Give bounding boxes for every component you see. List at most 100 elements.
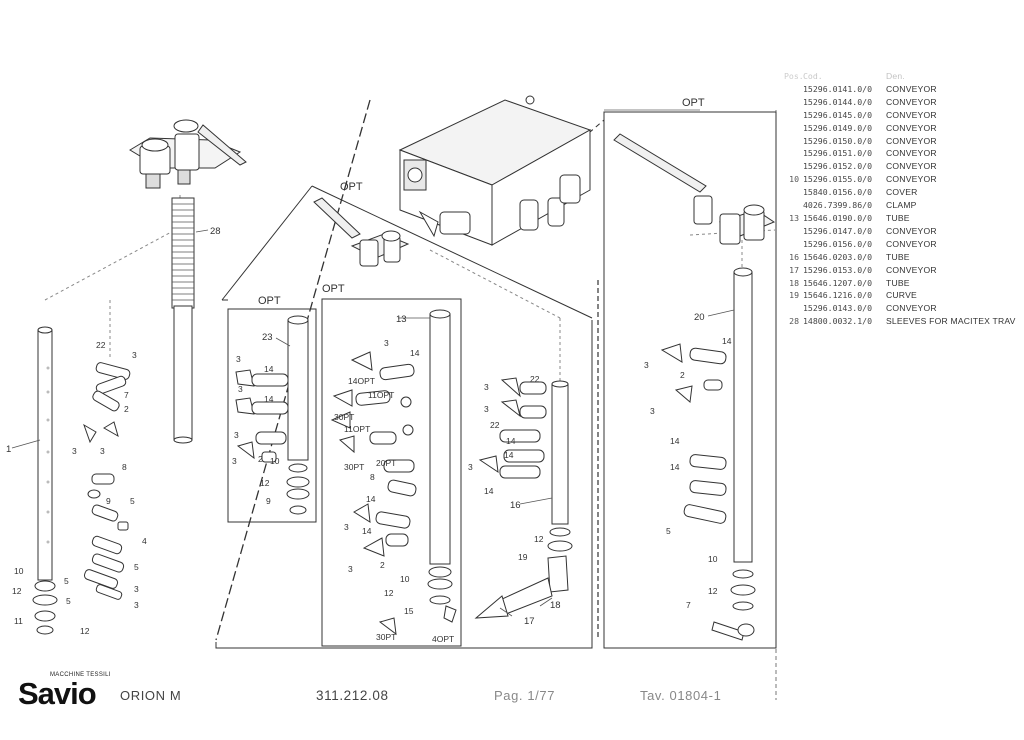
callout: 12 (534, 534, 544, 544)
row-pos: 19 (789, 290, 799, 301)
callout: 3 (232, 456, 237, 466)
callout: 14 (670, 462, 680, 472)
fittings-right-center (478, 377, 547, 479)
row-desc: CONVEYOR (886, 122, 937, 133)
callout: 5 (134, 562, 139, 572)
callout: 3 (100, 446, 105, 456)
callout: 22 (490, 420, 500, 430)
callout: 3 (236, 354, 241, 364)
callout: 3 (468, 462, 473, 472)
row-pos: 13 (789, 212, 799, 223)
row-pos (784, 122, 803, 135)
callout: 18 (550, 600, 561, 611)
callout: 2 (124, 404, 129, 414)
callout: 10 (708, 554, 718, 564)
row-code: 15646.1216.0/0 (803, 290, 873, 301)
table-number: Tav. 01804-1 (640, 688, 722, 703)
callout: 3 (484, 404, 489, 414)
callout: 3 (234, 430, 239, 440)
row-code: 15296.0143.0/0 (803, 303, 873, 314)
fittings-opt-mid (330, 351, 417, 636)
row-code: 15296.0144.0/0 (803, 96, 873, 107)
row-code: 15840.0156.0/0 (803, 187, 873, 198)
callout: 3 (134, 600, 139, 610)
frame-opt-right (603, 111, 777, 649)
conveyor-motor-box (398, 95, 592, 246)
callout: 5 (66, 596, 71, 606)
callout: 20PT (376, 458, 396, 468)
conveyor-head-right (613, 133, 776, 245)
callout: 10 (14, 566, 24, 576)
callout: 3 (134, 584, 139, 594)
drawing-code: 311.212.08 (316, 688, 389, 703)
row-code: 15646.1207.0/0 (803, 277, 873, 288)
callout: 11OPT (368, 390, 394, 400)
callout: 4 (142, 536, 147, 546)
row-pos (784, 302, 803, 315)
row-desc: CONVEYOR (886, 174, 937, 185)
opt-label: OPT (340, 181, 363, 193)
page-number: Pag. 1/77 (494, 688, 556, 703)
callout: 7 (686, 600, 691, 610)
callout: 3 (344, 522, 349, 532)
callout: 9 (106, 496, 111, 506)
callout: 7 (124, 390, 129, 400)
callout: 5 (64, 576, 69, 586)
callout: 13 (396, 314, 407, 325)
sleeve-28 (171, 197, 195, 444)
callout: 2 (258, 454, 263, 464)
callout: 15 (404, 606, 414, 616)
row-desc: CONVEYOR (886, 238, 937, 249)
callout: 22 (96, 340, 106, 350)
table-header-row: Pos. Cod. Den. (784, 70, 1020, 83)
opt-label: OPT (258, 295, 281, 307)
callout: 2 (680, 370, 685, 380)
row-pos (784, 83, 803, 96)
callout: 19 (518, 552, 528, 562)
callout: 2 (380, 560, 385, 570)
fittings-opt-right (660, 343, 727, 524)
row-pos (784, 160, 803, 173)
callout: 12 (80, 626, 90, 636)
frame-opt-left (227, 308, 317, 523)
tube-20 (711, 267, 756, 641)
callout: 12 (12, 586, 22, 596)
callout: 14 (506, 436, 516, 446)
table-row: 15296.0149.0/0 CONVEYOR (784, 122, 1020, 135)
row-pos: 16 (789, 251, 799, 262)
row-pos (784, 96, 803, 109)
callout: 14 (366, 494, 376, 504)
row-desc: COVER (886, 187, 918, 198)
callout: 14 (504, 450, 514, 460)
header-desc: Den. (886, 71, 905, 81)
row-code: 15296.0151.0/0 (803, 148, 873, 159)
row-desc: CLAMP (886, 200, 917, 211)
savio-logo: MACCHINE TESSILI Savio (18, 672, 118, 712)
row-code: 15296.0149.0/0 (803, 122, 873, 133)
row-code: 15646.0203.0/0 (803, 251, 873, 262)
brand-tagline: MACCHINE TESSILI (50, 672, 111, 678)
callout: 30PT (334, 412, 354, 422)
callout: 1 (6, 444, 11, 455)
row-desc: CONVEYOR (886, 83, 937, 94)
callout: 14 (670, 436, 680, 446)
row-desc: TUBE (886, 277, 910, 288)
row-pos: 10 (789, 174, 799, 185)
callout: 14 (484, 486, 494, 496)
row-pos (784, 135, 803, 148)
frame-opt-mid (321, 298, 462, 647)
tube-13 (427, 309, 457, 623)
tube-23 (286, 315, 310, 515)
row-pos (784, 147, 803, 160)
callout: 14 (264, 394, 274, 404)
